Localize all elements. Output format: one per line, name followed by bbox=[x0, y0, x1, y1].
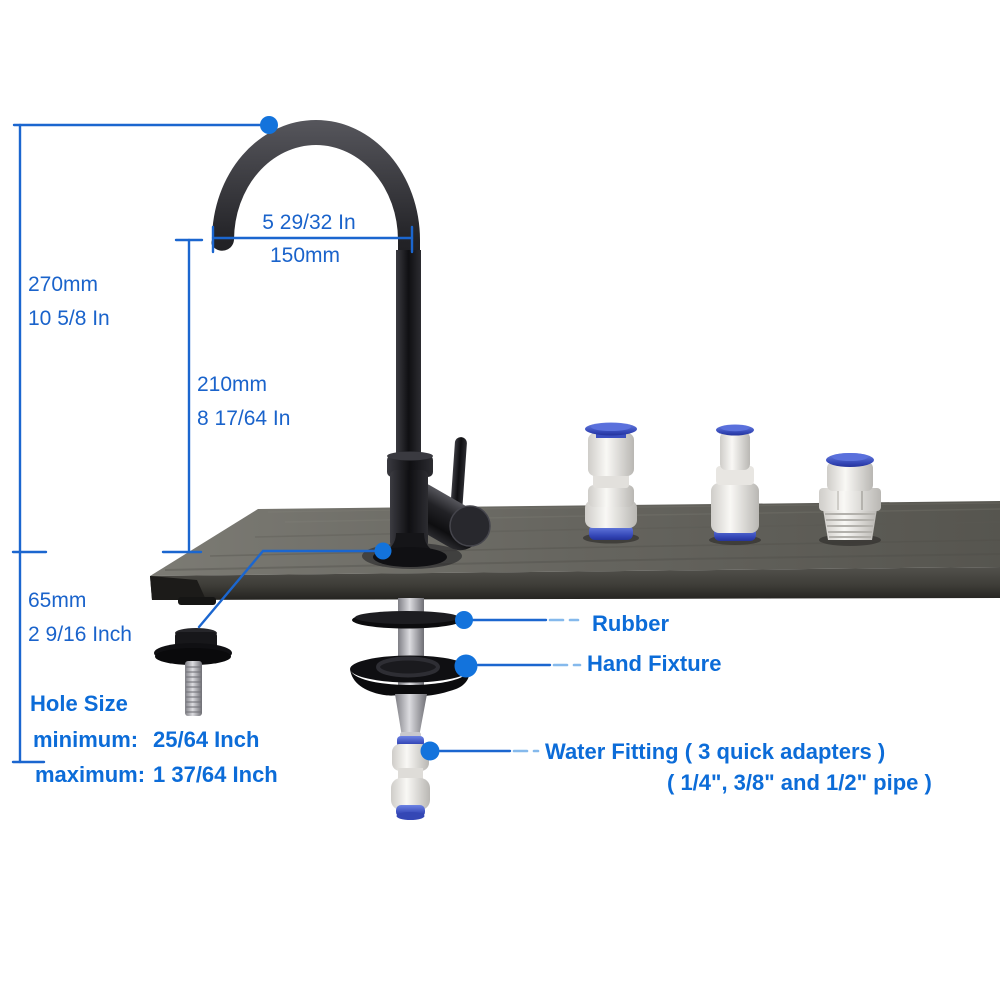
hole-size-max-value: 1 37/64 Inch bbox=[153, 762, 278, 787]
overall-height-mm-label: 270mm bbox=[28, 273, 98, 296]
water-fitting-label-line2: ( 1/4", 3/8" and 1/2" pipe ) bbox=[667, 770, 932, 795]
countertop-under-shadow bbox=[178, 597, 216, 605]
callout-line-deck-bolt bbox=[197, 549, 378, 629]
under-sink-assembly bbox=[154, 598, 470, 820]
hole-size-block: Hole Size minimum: 25/64 Inch maximum: 1… bbox=[30, 691, 278, 787]
hole-size-min-label: minimum: bbox=[33, 727, 138, 752]
valve-cap bbox=[449, 505, 491, 547]
dimension-labels: 270mm 10 5/8 In 210mm 8 17/64 In 5 29/32… bbox=[28, 211, 356, 646]
water-fitting bbox=[391, 736, 430, 820]
countertop-front-edge bbox=[150, 567, 1000, 600]
hand-fixture-label: Hand Fixture bbox=[587, 651, 721, 676]
spout-riser bbox=[396, 250, 421, 472]
faucet-handle bbox=[450, 437, 467, 509]
overall-height-inch-label: 10 5/8 In bbox=[28, 307, 110, 330]
hex-nut bbox=[819, 488, 881, 511]
part-labels: Rubber Hand Fixture Water Fitting ( 3 qu… bbox=[545, 611, 932, 795]
callout-dot-rubber bbox=[455, 611, 473, 629]
hole-size-max-label: maximum: bbox=[35, 762, 145, 787]
deck-plate-bolt bbox=[154, 628, 232, 716]
base-flange bbox=[373, 547, 447, 567]
rubber-label: Rubber bbox=[592, 611, 669, 636]
callout-dot-water-fitting bbox=[420, 741, 440, 761]
spout-height-mm-label: 210mm bbox=[197, 373, 267, 396]
hand-fixture-wing-nut bbox=[350, 655, 470, 696]
hole-size-min-value: 25/64 Inch bbox=[153, 727, 259, 752]
faucet bbox=[211, 120, 491, 569]
deck-mm-label: 65mm bbox=[28, 589, 86, 612]
callout-dot-faucet-base bbox=[374, 542, 392, 560]
spout-height-inch-label: 8 17/64 In bbox=[197, 407, 290, 430]
countertop-end-face bbox=[150, 576, 206, 600]
reach-mm-label: 150mm bbox=[270, 244, 340, 267]
reach-inch-label: 5 29/32 In bbox=[262, 211, 355, 234]
shank-taper bbox=[395, 694, 427, 737]
hole-size-title: Hole Size bbox=[30, 691, 128, 716]
callout-dot-spout-top bbox=[260, 116, 278, 134]
faucet-body bbox=[390, 470, 428, 548]
quick-adapter-3-8 bbox=[709, 424, 761, 545]
dimension-annotations bbox=[11, 116, 582, 764]
quick-adapter-1-4 bbox=[583, 422, 639, 544]
deck-inch-label: 2 9/16 Inch bbox=[28, 623, 132, 646]
quick-adapter-1-2-threaded bbox=[819, 453, 881, 546]
water-fitting-label-line1: Water Fitting ( 3 quick adapters ) bbox=[545, 739, 885, 764]
wood-grain bbox=[164, 502, 1000, 571]
callout-dot-hand-fixture bbox=[454, 654, 478, 678]
